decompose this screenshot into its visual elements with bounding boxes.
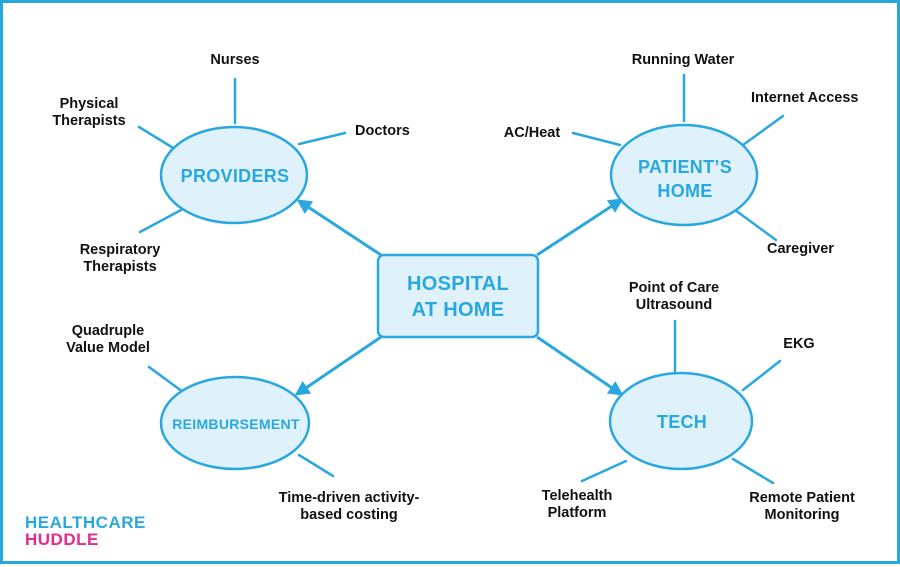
reimbursement-ellipse — [159, 375, 311, 471]
spoke-caregiver — [733, 208, 778, 242]
brand-logo-healthcare: HEALTHCARE — [25, 513, 146, 532]
label-respiratory-therapists-line-2: Therapists — [83, 259, 157, 275]
center-box — [376, 253, 540, 339]
label-internet-access: Internet Access — [751, 90, 859, 106]
label-tdabc: Time-driven activity- based costing — [279, 490, 420, 524]
label-telehealth-line-2: Platform — [547, 505, 607, 521]
label-nurses: Nurses — [210, 52, 260, 68]
label-ac-heat: AC/Heat — [503, 125, 561, 141]
center-title-line-1: HOSPITAL — [406, 273, 510, 295]
label-physical-therapists-line-2: Therapists — [52, 113, 126, 129]
label-ekg: EKG — [783, 336, 815, 352]
tech-ellipse — [608, 371, 754, 471]
label-pocus: Point of Care Ultrasound — [629, 280, 719, 314]
spoke-rpm — [731, 457, 775, 485]
arrow-to-tech — [536, 335, 624, 396]
label-rpm-line-1: Remote Patient — [749, 490, 855, 506]
label-physical-therapists: Physical Therapists — [52, 96, 125, 130]
center-title-line-2: AT HOME — [411, 299, 505, 321]
label-rpm: Remote Patient Monitoring — [749, 490, 855, 524]
label-pocus-line-2: Ultrasound — [635, 297, 713, 313]
spoke-telehealth — [580, 459, 628, 483]
spoke-ekg — [741, 359, 782, 392]
spoke-quadruple-value-model — [147, 365, 185, 394]
spoke-doctors — [297, 131, 347, 146]
arrow-to-providers — [296, 199, 382, 257]
label-quadruple-value-model: Quadruple Value Model — [66, 323, 150, 357]
spoke-internet-access — [741, 114, 785, 147]
spoke-respiratory-therapists — [138, 208, 183, 234]
arrow-to-reimbursement — [294, 335, 382, 396]
label-doctors: Doctors — [355, 123, 410, 139]
patients-home-title-line-1: PATIENT’S — [637, 157, 733, 177]
label-quadruple-value-model-line-2: Value Model — [66, 340, 150, 356]
label-physical-therapists-line-1: Physical — [59, 96, 119, 112]
tech-title: TECH — [656, 412, 708, 432]
arrow-to-patients-home — [536, 198, 624, 257]
label-pocus-line-1: Point of Care — [628, 280, 720, 296]
label-tdabc-line-1: Time-driven activity- — [278, 490, 420, 506]
spoke-physical-therapists — [137, 125, 177, 151]
label-telehealth: Telehealth Platform — [542, 488, 613, 522]
providers-ellipse — [159, 125, 309, 225]
label-quadruple-value-model-line-1: Quadruple — [71, 323, 145, 339]
brand-logo-huddle: HUDDLE — [25, 530, 99, 549]
label-tdabc-line-2: based costing — [300, 507, 398, 523]
providers-title: PROVIDERS — [180, 166, 290, 186]
label-respiratory-therapists-line-1: Respiratory — [79, 242, 161, 258]
label-rpm-line-2: Monitoring — [764, 507, 840, 523]
label-running-water: Running Water — [631, 52, 735, 68]
patients-home-title-line-2: HOME — [657, 181, 713, 201]
label-respiratory-therapists: Respiratory Therapists — [80, 242, 161, 276]
spoke-tdabc — [297, 453, 335, 478]
spoke-ac-heat — [571, 131, 622, 147]
mind-map-diagram — [137, 73, 785, 485]
label-telehealth-line-1: Telehealth — [541, 488, 613, 504]
center-title: HOSPITAL AT HOME — [407, 271, 509, 323]
patients-home-title: PATIENT’S HOME — [638, 155, 732, 203]
reimbursement-title: REIMBURSEMENT — [172, 416, 300, 432]
patients-home-ellipse — [609, 123, 759, 227]
label-caregiver: Caregiver — [767, 241, 834, 257]
